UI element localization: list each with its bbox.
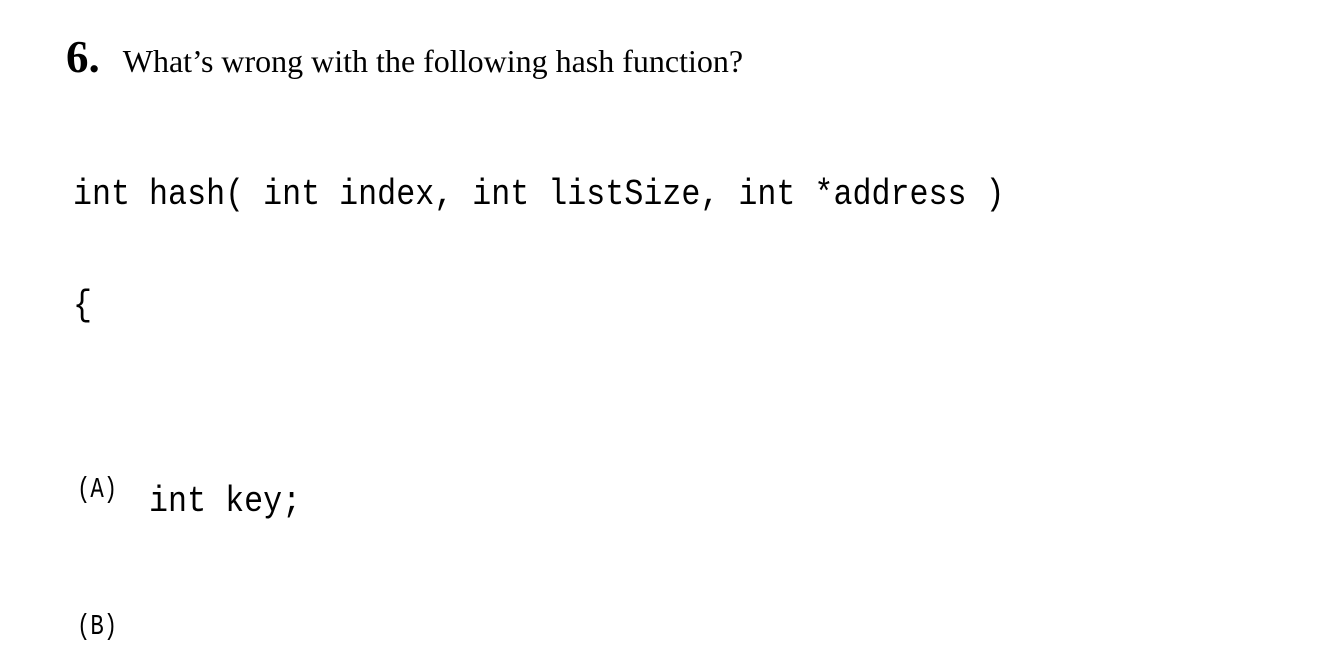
option-b: (B) xyxy=(77,610,118,643)
code-line-function-signature: int hash( int index, int listSize, int *… xyxy=(73,174,1005,215)
code-line-blank xyxy=(73,594,1005,605)
answer-options: (A) (B) (C) (D) xyxy=(77,397,131,646)
code-line-blank xyxy=(73,398,1005,409)
question-text: What’s wrong with the following hash fun… xyxy=(122,43,744,79)
code-line-declaration: int key; xyxy=(73,481,302,522)
question-heading: 6. What’s wrong with the following hash f… xyxy=(66,35,743,90)
code-line-open-brace: { xyxy=(73,285,93,326)
option-a: (A) xyxy=(77,473,118,506)
question-number: 6. xyxy=(66,32,100,82)
code-block: int hash( int index, int listSize, int *… xyxy=(73,102,1005,646)
